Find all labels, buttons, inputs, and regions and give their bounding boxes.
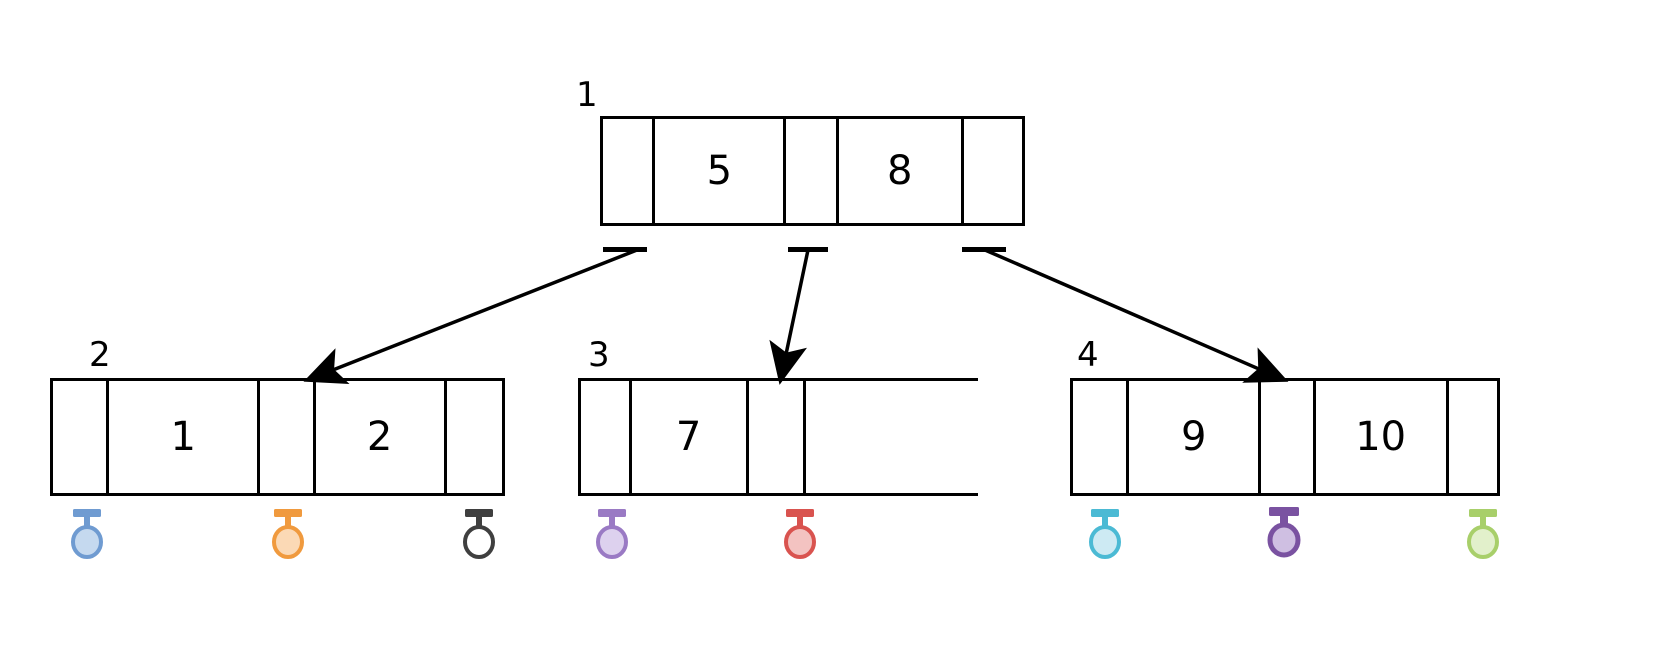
root-slot-key-1[interactable]: 8 [839,119,964,223]
node3-slot-pointer-1[interactable] [749,381,803,493]
node-child-right-cells: 9 10 [1070,378,1500,496]
record-icon-2[interactable] [266,508,310,570]
root-slot-pointer-1[interactable] [786,119,839,223]
root-slot-pointer-0[interactable] [603,119,656,223]
node4-slot-key-1[interactable]: 10 [1316,381,1449,493]
node-label-child-left: 2 [89,335,111,375]
root-pointer-tick-2 [962,247,1006,252]
record-icon-1[interactable] [65,508,109,570]
node3-slot-pointer-0[interactable] [581,381,632,493]
node4-slot-pointer-1[interactable] [1261,381,1316,493]
node2-slot-pointer-0[interactable] [53,381,110,493]
edge-root-to-node3 [769,249,810,385]
node4-slot-key-0[interactable]: 9 [1129,381,1262,493]
root-pointer-tick-1 [788,247,828,252]
node-label-child-right: 4 [1077,335,1099,375]
node3-slot-key-0[interactable]: 7 [632,381,749,493]
node2-slot-key-0[interactable]: 1 [109,381,261,493]
node-child-left-cells: 1 2 [50,378,505,496]
node2-slot-pointer-1[interactable] [260,381,316,493]
node3-empty-slots [800,378,978,496]
node2-slot-key-1[interactable]: 2 [316,381,447,493]
root-slot-key-0[interactable]: 5 [655,119,787,223]
record-icon-7[interactable] [1262,506,1306,568]
root-slot-pointer-2[interactable] [964,119,1022,223]
node-label-child-middle: 3 [588,335,610,375]
record-icon-3[interactable] [457,508,501,570]
node4-slot-pointer-2[interactable] [1449,381,1497,493]
record-icon-8[interactable] [1461,508,1505,570]
record-icon-5[interactable] [778,508,822,570]
node2-slot-pointer-2[interactable] [447,381,502,493]
record-icon-6[interactable] [1083,508,1127,570]
node-label-root: 1 [576,75,598,115]
record-icon-4[interactable] [590,508,634,570]
node4-slot-pointer-0[interactable] [1073,381,1130,493]
edge-root-to-node4 [984,248,1289,383]
root-pointer-tick-0 [603,247,647,252]
node-child-middle-cells: 7 [578,378,806,496]
node-root-cells: 5 8 [600,116,1025,226]
